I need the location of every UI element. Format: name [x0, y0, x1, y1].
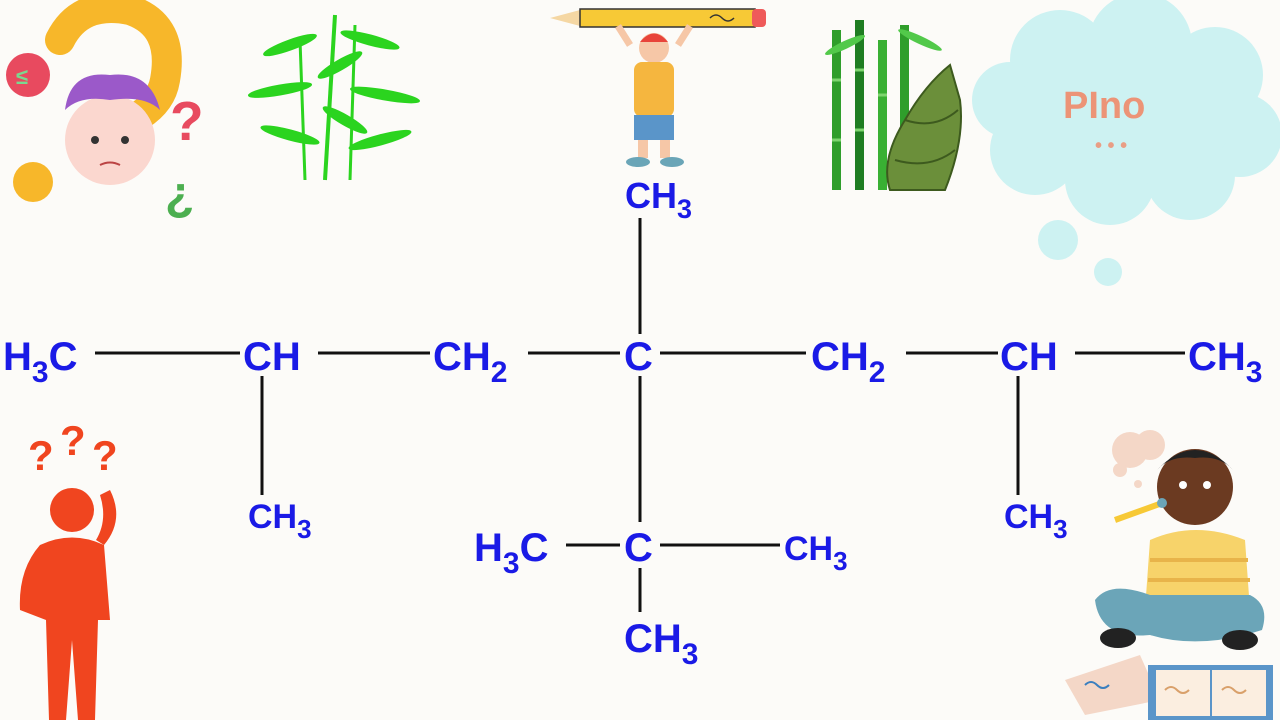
atom-c2-methyl: CH3	[248, 498, 312, 544]
atom-tbutyl-left: H3C	[474, 526, 548, 580]
atom-c6: CH	[1000, 335, 1058, 379]
atom-c4: C	[624, 335, 653, 379]
atom-tbutyl-bottom: CH3	[624, 617, 698, 671]
svg-text:?: ?	[92, 432, 118, 479]
kid-lifting-pencil-illustration	[550, 8, 766, 167]
svg-text:¿: ¿	[165, 168, 194, 221]
atom-c7: CH3	[1188, 335, 1262, 389]
thought-cloud-illustration: PIno • • •	[972, 0, 1280, 286]
atom-c2: CH	[243, 335, 301, 379]
atom-tbutyl-center: C	[624, 526, 653, 570]
atom-c3: CH2	[433, 335, 507, 389]
bamboo-shoot-illustration	[824, 20, 962, 191]
atom-tbutyl-right: CH3	[784, 530, 848, 576]
confused-person-silhouette-illustration: ? ? ?	[19, 417, 118, 720]
bonds	[95, 218, 1185, 612]
atom-c5: CH2	[811, 335, 885, 389]
thinking-boy-with-book-illustration	[1065, 430, 1273, 720]
bamboo-plant-illustration	[247, 14, 420, 181]
confused-kid-illustration: ≤ ? ¿	[6, 0, 204, 221]
svg-text:?: ?	[28, 432, 54, 479]
atom-top-methyl: CH3	[625, 175, 692, 224]
svg-text:?: ?	[60, 417, 86, 464]
svg-text:?: ?	[170, 90, 204, 152]
atom-c6-methyl: CH3	[1004, 498, 1068, 544]
svg-text:PIno: PIno	[1063, 85, 1145, 127]
atoms: H3C CH CH2 C CH2 CH CH3 CH3 CH3 CH3 C H3…	[3, 175, 1262, 671]
svg-text:≤: ≤	[16, 64, 28, 89]
atom-c1: H3C	[3, 335, 77, 389]
svg-text:• • •: • • •	[1095, 135, 1127, 157]
